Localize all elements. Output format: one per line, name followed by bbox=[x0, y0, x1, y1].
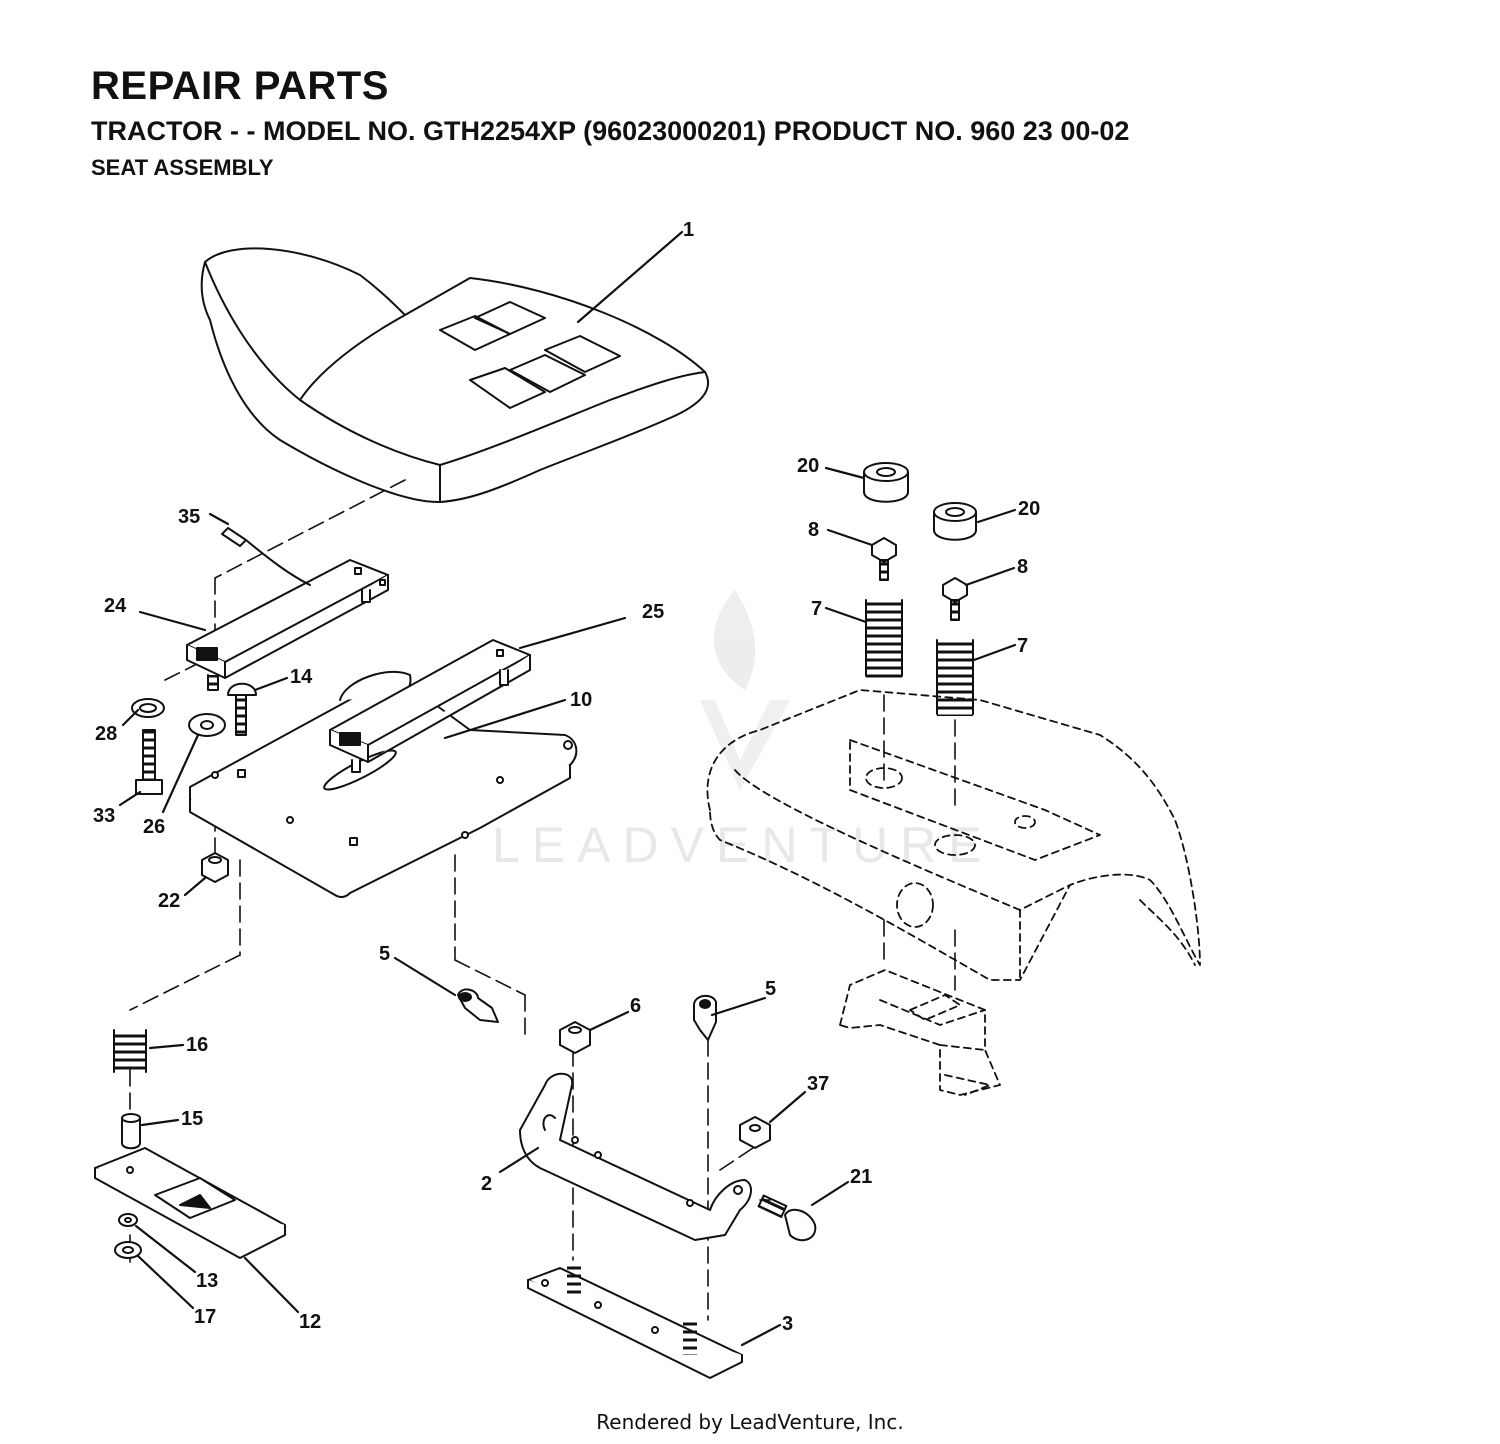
seat-bracket-part bbox=[519, 1072, 752, 1241]
callout-14: 14 bbox=[290, 666, 313, 688]
callout-28: 28 bbox=[95, 723, 117, 745]
callout-1: 1 bbox=[683, 219, 694, 241]
switch-part bbox=[221, 527, 311, 586]
callout-26: 26 bbox=[143, 816, 165, 838]
callout-22: 22 bbox=[158, 890, 180, 912]
callout-6: 6 bbox=[630, 995, 641, 1017]
slide-plate-part bbox=[94, 1147, 286, 1259]
bolt-8-right-part bbox=[942, 577, 968, 621]
seat-part bbox=[200, 247, 710, 504]
callout-12: 12 bbox=[299, 1311, 321, 1333]
nut-22-part bbox=[201, 852, 229, 883]
callout-24: 24 bbox=[104, 595, 127, 617]
callout-20-right: 20 bbox=[1018, 498, 1040, 520]
model-subtitle: TRACTOR - - MODEL NO. GTH2254XP (9602300… bbox=[91, 116, 1130, 146]
callout-20-left: 20 bbox=[797, 455, 819, 477]
callout-labels: 1 35 24 25 14 10 28 33 26 22 5 6 5 16 15… bbox=[93, 219, 1040, 1335]
shoulder-bolt-part bbox=[757, 1194, 817, 1242]
footer-credit: Rendered by LeadVenture, Inc. bbox=[596, 1410, 904, 1434]
watermark-logo: LEADVENTURE bbox=[492, 590, 994, 873]
spacer-20-right-part bbox=[933, 502, 977, 541]
spring-7-right-part bbox=[936, 638, 974, 716]
callout-21: 21 bbox=[850, 1166, 872, 1188]
bolt-33-part bbox=[135, 729, 163, 795]
callout-2: 2 bbox=[481, 1173, 492, 1195]
clip-left-part bbox=[457, 988, 499, 1023]
callout-16: 16 bbox=[186, 1034, 208, 1056]
callout-8-left: 8 bbox=[808, 519, 819, 541]
carriage-bolt-part bbox=[227, 682, 257, 736]
nut-6-part bbox=[559, 1021, 591, 1054]
spring-7-left-part bbox=[865, 598, 903, 678]
nut-17-part bbox=[114, 1241, 142, 1259]
seat-rail-left bbox=[186, 559, 389, 691]
page-title: REPAIR PARTS bbox=[91, 64, 389, 108]
callout-3: 3 bbox=[782, 1313, 793, 1335]
callout-37: 37 bbox=[807, 1073, 829, 1095]
bolt-8-left-part bbox=[871, 537, 897, 581]
washer-28-part bbox=[131, 698, 165, 718]
clip-right-part bbox=[693, 994, 717, 1041]
lower-plate-part bbox=[527, 1262, 743, 1379]
callout-25: 25 bbox=[642, 601, 664, 623]
washer-26-part bbox=[188, 713, 226, 737]
seat-pan-part bbox=[189, 670, 578, 899]
callout-5-right: 5 bbox=[765, 978, 776, 1000]
callout-33: 33 bbox=[93, 805, 115, 827]
washer-13-part bbox=[118, 1213, 138, 1227]
spacer-20-left-part bbox=[863, 462, 909, 503]
callout-35: 35 bbox=[178, 506, 200, 528]
spacer-15-part bbox=[121, 1113, 141, 1150]
fender-outline bbox=[706, 689, 1201, 1096]
callout-13: 13 bbox=[196, 1270, 218, 1292]
nut-37-part bbox=[739, 1116, 771, 1149]
callout-8-right: 8 bbox=[1017, 556, 1028, 578]
callout-5-left: 5 bbox=[379, 943, 390, 965]
section-title: SEAT ASSEMBLY bbox=[91, 155, 274, 180]
callout-10: 10 bbox=[570, 689, 592, 711]
seat-rail-right bbox=[329, 639, 531, 773]
watermark-text: LEADVENTURE bbox=[492, 817, 994, 873]
callout-17: 17 bbox=[194, 1306, 216, 1328]
callout-15: 15 bbox=[181, 1108, 203, 1130]
callout-leaders bbox=[118, 230, 1017, 1347]
callout-7-right: 7 bbox=[1017, 635, 1028, 657]
spring-16-part bbox=[113, 1029, 147, 1073]
callout-7-left: 7 bbox=[811, 598, 822, 620]
